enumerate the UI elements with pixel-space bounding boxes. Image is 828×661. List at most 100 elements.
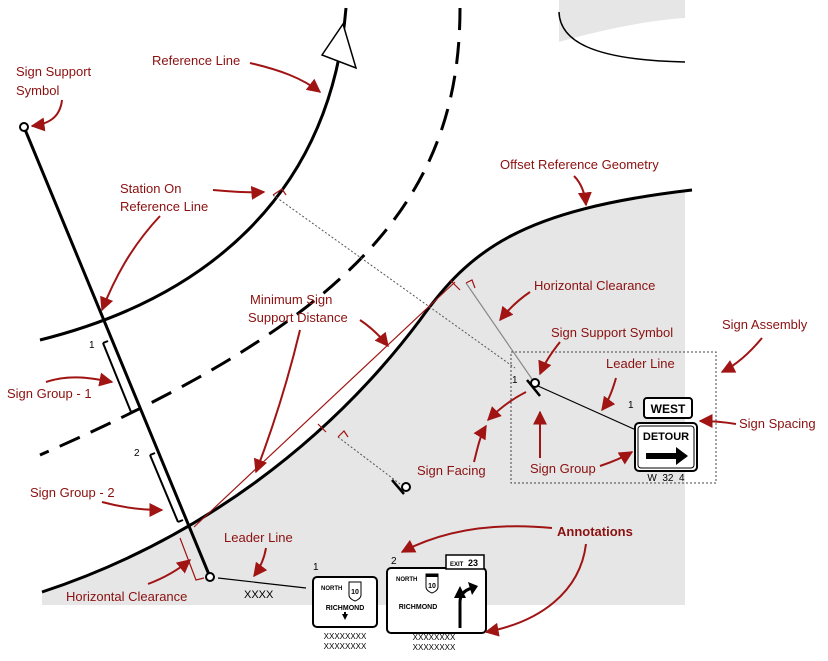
label-sign-support-symbol-top-1: Sign Support [16, 64, 92, 79]
arrow-sign-assembly [720, 337, 763, 373]
sign-group-2-bar [149, 454, 179, 523]
station-tick [272, 188, 287, 196]
guide-sign-1-city: RICHMOND [326, 605, 365, 612]
assembly-top-number: 1 [628, 400, 634, 411]
label-sign-support-symbol-right: Sign Support Symbol [551, 325, 673, 340]
label-horizontal-clearance-bottom: Horizontal Clearance [66, 589, 187, 604]
station-dotted-line [272, 194, 516, 369]
arrow-horizontal-clearance-bottom [147, 559, 192, 585]
guide-sign-2-through-arrow-head [454, 586, 466, 598]
sign-support-symbol-lower [401, 482, 411, 492]
corner-curve [559, 0, 685, 42]
sign-facing-dotted-line [337, 436, 401, 485]
horizontal-clearance-bottom-tick [179, 537, 205, 581]
guide-sign-2-placeholder-b: XXXXXXXX [413, 643, 456, 652]
arrow-reference-line [249, 62, 322, 93]
sign-facing-bar [391, 479, 405, 495]
west-sign-text: WEST [651, 402, 686, 416]
sign-group-1-tick-b [130, 409, 137, 413]
arrow-horizontal-clearance-right [499, 291, 531, 322]
arrow-leader-line-bottom [253, 547, 268, 578]
detour-sign-inner [637, 425, 695, 469]
arrow-station-to-intersection [100, 215, 161, 312]
sign-group-2-tick-a [149, 452, 156, 456]
guide-sign-1-north: NORTH [321, 586, 342, 592]
horizontal-clearance-right-tick [465, 279, 476, 289]
label-annotations: Annotations [557, 524, 633, 539]
arrow-minimum-distance-down [253, 329, 301, 474]
dashed-offset-line [39, 7, 462, 457]
arrow-sign-support-symbol-top [30, 99, 63, 132]
label-horizontal-clearance-right: Horizontal Clearance [534, 278, 655, 293]
arrow-minimum-distance-right [359, 319, 389, 348]
sign-group-1-tick-a [102, 340, 109, 344]
arrow-leader-line-right [601, 377, 617, 412]
arrow-sign-support-symbol-right [538, 341, 561, 376]
label-leader-line-bottom: Leader Line [224, 530, 293, 545]
guide-sign-2-shield-icon [425, 573, 439, 594]
arrow-annotations-down [484, 543, 587, 637]
sign-group-2-number: 2 [134, 448, 140, 459]
west-sign [643, 397, 693, 419]
label-sign-group-right: Sign Group [530, 461, 596, 476]
guide-sign-2-shield-band [426, 574, 438, 577]
arrow-annotations-left [400, 525, 553, 553]
sign-support-symbol-bottom [205, 572, 215, 582]
guide-sign-2-city: RICHMOND [399, 604, 438, 611]
label-reference-line: Reference Line [152, 53, 240, 68]
horizontal-clearance-right-dim [465, 282, 535, 383]
guide-sign-2-placeholder-a: XXXXXXXX [413, 633, 456, 642]
arrow-sign-group-right-2 [599, 451, 634, 467]
arrow-sign-group-2 [101, 501, 164, 517]
guide-sign-1-route: 10 [351, 589, 359, 596]
arrow-sign-facing [473, 424, 487, 463]
sign-group-1-number: 1 [89, 340, 95, 351]
sign-group-assembly-bar [526, 379, 541, 397]
detour-sign-text: DETOUR [643, 431, 689, 443]
label-sign-group-2: Sign Group - 2 [30, 485, 115, 500]
sign-group-2-tick-b [177, 519, 184, 523]
label-station-on-reference-line-1: Station On [120, 181, 181, 196]
detour-arrow-icon [646, 447, 688, 465]
label-minimum-sign-support-distance-1: Minimum Sign [250, 292, 332, 307]
guide-sign-1-placeholder-b: XXXXXXXX [324, 642, 367, 651]
label-sign-assembly: Sign Assembly [722, 317, 808, 332]
label-minimum-sign-support-distance-2: Support Distance [248, 310, 348, 325]
exit-tab-word: EXIT [450, 562, 464, 568]
label-offset-reference-geometry: Offset Reference Geometry [500, 157, 659, 172]
sign-group-1-bar [102, 342, 132, 413]
minimum-distance-tick-end [449, 279, 461, 291]
label-sign-group-1: Sign Group - 1 [7, 386, 92, 401]
minimum-distance-dim-line [193, 281, 456, 528]
label-sign-facing: Sign Facing [417, 463, 486, 478]
label-sign-support-symbol-top-2: Symbol [16, 83, 59, 98]
bottom-sign-2-number: 2 [391, 556, 397, 567]
exit-tab [445, 554, 485, 570]
arrow-sign-group-1 [45, 372, 114, 387]
leader-line-bottom [217, 577, 307, 589]
guide-sign-1-down-arrow-icon [342, 612, 348, 620]
guide-sign-1-placeholder-a: XXXXXXXX [324, 632, 367, 641]
arrow-station-on-reference-line [212, 185, 266, 200]
guide-sign-2-exit-arrow-head [468, 582, 478, 595]
guide-sign-1-shield-icon [348, 581, 362, 602]
label-sign-spacing: Sign Spacing [739, 416, 816, 431]
xxxx-label: XXXX [244, 589, 274, 601]
shaded-area [42, 0, 685, 605]
label-leader-line-right: Leader Line [606, 356, 675, 371]
guide-sign-2-north: NORTH [396, 577, 417, 583]
sign-post-line [22, 126, 212, 578]
sign-support-symbol-top [19, 122, 29, 132]
detour-sign-code: W 32 4 [647, 473, 685, 484]
corner-curve-line [558, 11, 686, 63]
leader-line-assembly [537, 385, 637, 431]
sign-facing-tick [337, 430, 349, 438]
offset-reference-geometry [41, 188, 693, 594]
arrow-sign-facing-up [487, 391, 527, 421]
exit-tab-number: 23 [468, 558, 478, 568]
arrow-sign-spacing [698, 414, 737, 429]
bottom-sign-1-number: 1 [313, 562, 319, 573]
arrow-offset-reference-geometry [573, 175, 592, 207]
reference-line-arrowhead [320, 22, 358, 70]
